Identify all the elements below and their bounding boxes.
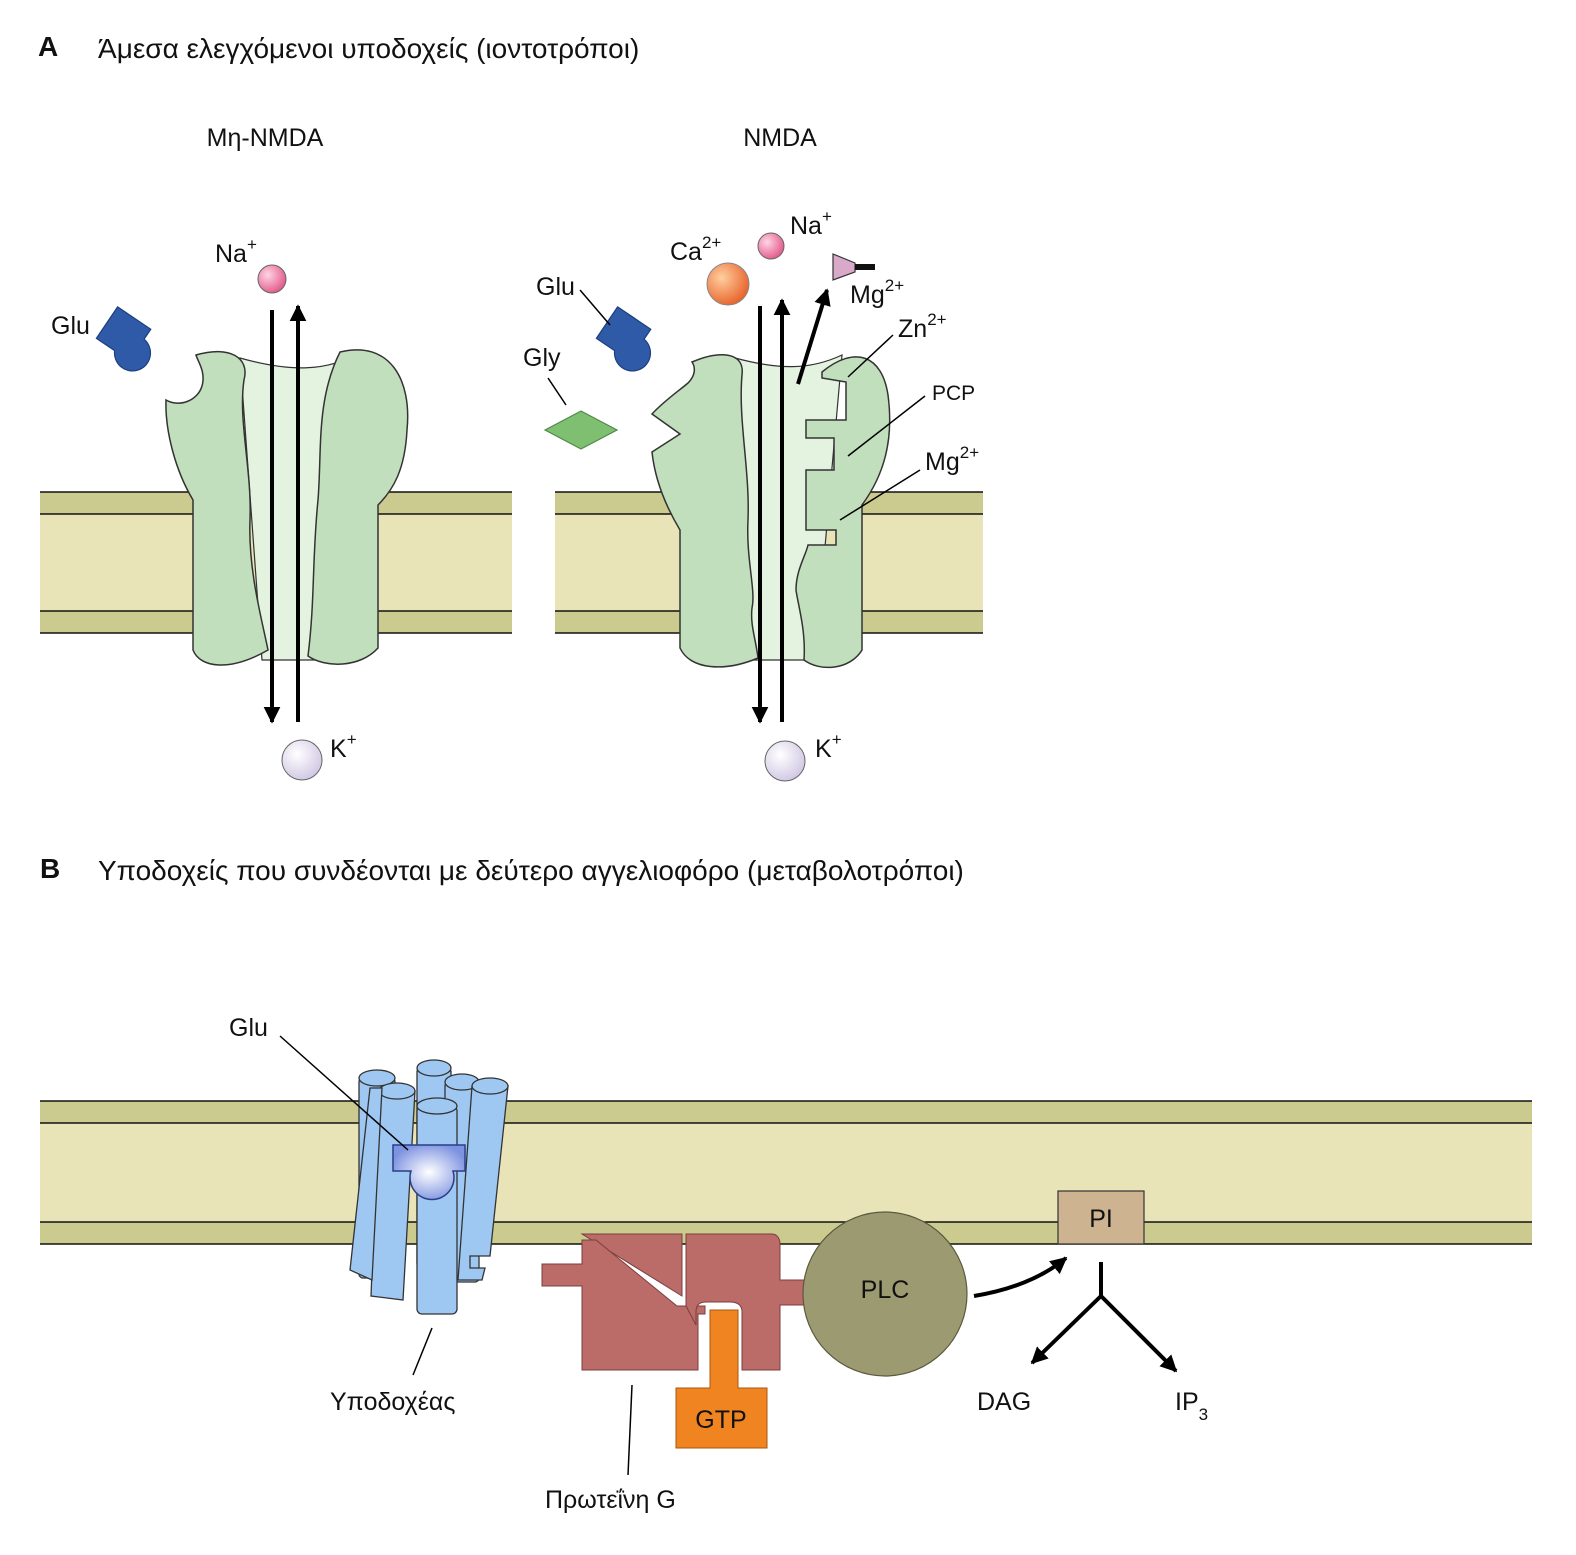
k-label: K+ xyxy=(330,730,357,763)
receptor-helix xyxy=(349,1087,383,1281)
gly-leader-line xyxy=(547,377,567,406)
ion-channel-non-nmda xyxy=(165,349,409,666)
na-label: Na+ xyxy=(215,235,257,268)
panel-a-letter: A xyxy=(38,31,58,62)
receptor-leader-line xyxy=(412,1327,433,1376)
g-protein-label: Πρωτεΐνη G xyxy=(545,1486,676,1514)
glu-label: Glu xyxy=(536,273,575,301)
receptor-label: Υποδοχέας xyxy=(330,1388,455,1416)
glu-leader-line xyxy=(279,1035,409,1151)
glu-leader-line xyxy=(579,289,611,326)
pi-label: PI xyxy=(1089,1205,1113,1233)
pcp-leader-line xyxy=(847,395,926,457)
glu-label: Glu xyxy=(229,1014,268,1042)
gtp-molecule xyxy=(675,1309,768,1449)
g-protein-leader-line xyxy=(627,1384,633,1476)
plc-enzyme xyxy=(802,1211,968,1377)
gtp-label: GTP xyxy=(695,1406,746,1434)
calcium-ion-icon xyxy=(706,262,750,306)
glutamate-icon xyxy=(595,306,652,372)
zn-leader-line xyxy=(847,334,894,378)
glutamate-binding-pocket xyxy=(392,1144,466,1201)
magnesium-blocker-icon xyxy=(832,253,875,281)
sodium-ion-icon xyxy=(257,264,287,294)
receptor-helix xyxy=(416,1097,458,1315)
panel-b-letter: B xyxy=(40,853,60,884)
potassium-ion-icon xyxy=(764,740,806,782)
mg-out-label: Mg2+ xyxy=(850,276,904,309)
zn-label: Zn2+ xyxy=(898,310,947,343)
potassium-ion-icon xyxy=(281,739,323,781)
receptor-helix xyxy=(370,1082,416,1301)
ip3-label: IP3 xyxy=(1175,1388,1208,1424)
glu-label: Glu xyxy=(51,312,90,340)
panel-a-title: Άμεσα ελεγχόμενοι υποδοχείς (ιοντοτρόποι… xyxy=(98,33,639,64)
sodium-ion-icon xyxy=(757,232,785,260)
gly-label: Gly xyxy=(523,344,561,372)
na-label: Na+ xyxy=(790,207,832,240)
pcp-label: PCP xyxy=(932,382,975,405)
receptor-helix xyxy=(457,1077,509,1281)
plc-to-pi-arrow xyxy=(973,1256,1068,1298)
membrane-b xyxy=(40,1100,1532,1245)
k-label: K+ xyxy=(815,730,842,763)
ip3-arrow xyxy=(1099,1294,1178,1373)
non-nmda-receptor: Μη-NMDA Glu Na+ K+ xyxy=(40,124,512,781)
nmda-receptor: NMDA Glu Gly Ca2+ Na+ xyxy=(523,124,983,782)
panel-b-title: Υποδοχείς που συνδέονται με δεύτερο αγγε… xyxy=(98,855,964,886)
mg-in-leader-line xyxy=(839,469,921,521)
ca-label: Ca2+ xyxy=(670,233,721,266)
non-nmda-title: Μη-NMDA xyxy=(207,124,324,152)
dag-arrow xyxy=(1030,1294,1103,1365)
plc-label: PLC xyxy=(861,1276,910,1304)
mg-in-label: Mg2+ xyxy=(925,443,979,476)
mg-expulsion-arrow xyxy=(796,288,831,385)
pi-lipid xyxy=(1057,1190,1145,1245)
g-protein xyxy=(541,1233,831,1371)
metabotropic-receptor xyxy=(349,1059,509,1315)
nmda-title: NMDA xyxy=(743,124,817,152)
dag-label: DAG xyxy=(977,1388,1031,1416)
glycine-icon xyxy=(543,410,619,450)
glutamate-icon xyxy=(95,306,152,372)
